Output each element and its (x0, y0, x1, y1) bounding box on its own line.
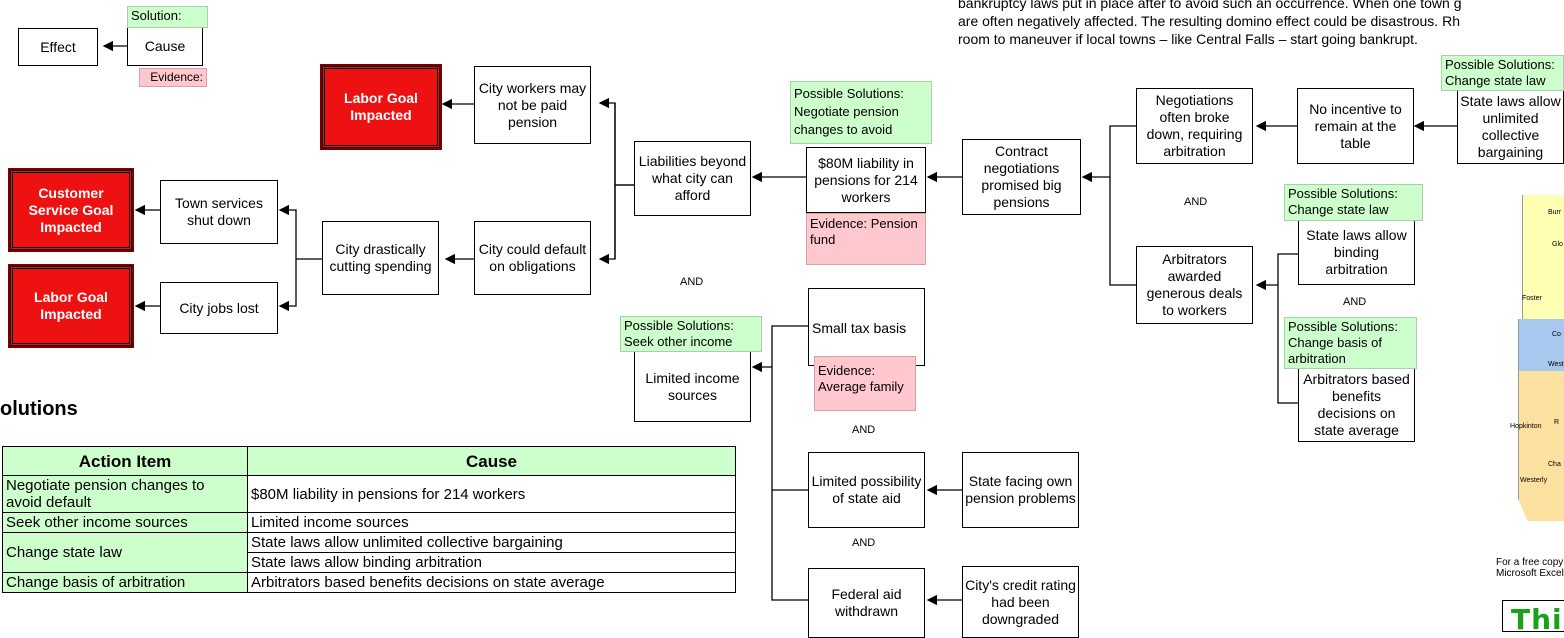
node-town-services: Town services shut down (160, 180, 278, 244)
legend-solution: Solution: (127, 6, 208, 28)
column-header-action-item: Action Item (2, 446, 248, 476)
node-arbitrators-awarded: Arbitrators awarded generous deals to wo… (1136, 246, 1253, 324)
and-label: AND (1184, 196, 1208, 208)
map-label: West (1548, 361, 1564, 368)
node-city-default: City could default on obligations (474, 221, 591, 295)
table-cell-cause: State laws allow binding arbitration (247, 552, 736, 573)
table-cell-cause: $80M liability in pensions for 214 worke… (247, 475, 736, 513)
table-cell-cause: Limited income sources (247, 512, 736, 533)
map-label: Glo (1552, 241, 1563, 248)
footer-line-1: For a free copy o (1496, 557, 1564, 568)
solution-seek-income: Possible Solutions: Seek other income (620, 316, 762, 352)
footer-line-2: Microsoft Excel, (1496, 568, 1564, 579)
solutions-heading: olutions (0, 398, 78, 420)
map-label: R (1554, 419, 1560, 426)
node-federal-aid: Federal aid withdrawn (808, 568, 925, 638)
table-cell-cause: State laws allow unlimited collective ba… (247, 532, 736, 553)
evidence-average-family: Evidence: Average family (814, 356, 916, 411)
table-row: Change basis of arbitration Arbitrators … (2, 572, 736, 593)
solutions-table: Action Item Cause Negotiate pension chan… (2, 446, 736, 593)
node-credit-rating: City's credit rating had been downgraded (962, 566, 1079, 638)
map-region-south (1518, 371, 1564, 521)
and-label: AND (852, 424, 876, 436)
column-header-cause: Cause (247, 446, 736, 476)
map-region-north (1522, 195, 1564, 319)
table-cell-action: Change state law (2, 532, 248, 573)
map-label: Foster (1522, 295, 1542, 302)
node-small-tax: Small tax basis (808, 288, 925, 366)
labor-goal-impacted-1: Labor Goal Impacted (320, 64, 442, 150)
table-cell-action: Change basis of arbitration (2, 572, 248, 593)
node-no-incentive: No incentive to remain at the table (1297, 88, 1414, 164)
legend-effect: Effect (18, 28, 98, 66)
customer-service-goal-impacted: Customer Service Goal Impacted (8, 168, 134, 252)
intro-text: bankruptcy laws put in place after to av… (958, 0, 1462, 48)
and-label: AND (1343, 296, 1367, 308)
node-contract-negotiations: Contract negotiations promised big pensi… (962, 139, 1081, 215)
logo-text: Thi (1511, 603, 1563, 632)
map-label: Burr (1548, 209, 1562, 216)
legend-cause: Cause (127, 28, 203, 66)
intro-line-3: room to maneuver if local towns – like C… (958, 31, 1418, 47)
table-cell-cause: Arbitrators based benefits decisions on … (247, 572, 736, 593)
table-header-row: Action Item Cause (2, 446, 736, 476)
and-label: AND (680, 276, 704, 288)
node-80m-liability: $80M liability in pensions for 214 worke… (806, 147, 926, 213)
node-arbitrators-based: Arbitrators based benefits decisions on … (1298, 369, 1415, 442)
map-label: Westerly (1520, 477, 1548, 484)
map-label: Hopkinton (1510, 423, 1542, 430)
map-label: Co (1552, 331, 1561, 338)
solution-change-basis: Possible Solutions: Change basis of arbi… (1284, 317, 1417, 369)
node-city-workers: City workers may not be paid pension (474, 66, 591, 144)
intro-line-1: bankruptcy laws put in place after to av… (958, 0, 1462, 11)
node-state-binding: State laws allow binding arbitration (1298, 221, 1415, 285)
table-row: Change state law State laws allow unlimi… (2, 532, 736, 573)
solution-change-law-top: Possible Solutions: Change state law (1441, 55, 1564, 91)
table-cell-action: Negotiate pension changes to avoid defau… (2, 475, 248, 513)
table-cell-action: Seek other income sources (2, 512, 248, 533)
node-limited-state-aid: Limited possibility of state aid (808, 452, 925, 528)
and-label: AND (852, 537, 876, 549)
table-row: Seek other income sources Limited income… (2, 512, 736, 533)
intro-line-2: are often negatively affected. The resul… (958, 13, 1460, 29)
rhode-island-map: Burr Glo Foster Co West Hopkinton R Cha … (1510, 195, 1564, 525)
map-region-middle (1518, 319, 1564, 371)
node-limited-income: Limited income sources (634, 352, 751, 422)
labor-goal-impacted-2: Labor Goal Impacted (8, 264, 134, 348)
logo: Thi (1502, 600, 1564, 632)
node-state-unlimited: State laws allow unlimited collective ba… (1457, 91, 1564, 164)
node-city-cutting: City drastically cutting spending (322, 221, 439, 295)
node-negotiations-broke-down: Negotiations often broke down, requiring… (1136, 88, 1253, 164)
map-label: Cha (1548, 461, 1561, 468)
node-city-jobs: City jobs lost (160, 282, 278, 334)
solution-change-law-mid: Possible Solutions: Change state law (1284, 184, 1423, 221)
node-liabilities: Liabilities beyond what city can afford (634, 141, 751, 216)
solution-negotiate: Possible Solutions: Negotiate pension ch… (790, 81, 932, 144)
table-row: Negotiate pension changes to avoid defau… (2, 475, 736, 513)
footer-text: For a free copy o Microsoft Excel, (1496, 557, 1564, 579)
node-state-pension-problems: State facing own pension problems (962, 452, 1079, 528)
evidence-pension-fund: Evidence: Pension fund (806, 213, 926, 265)
legend-evidence: Evidence: (139, 68, 207, 87)
